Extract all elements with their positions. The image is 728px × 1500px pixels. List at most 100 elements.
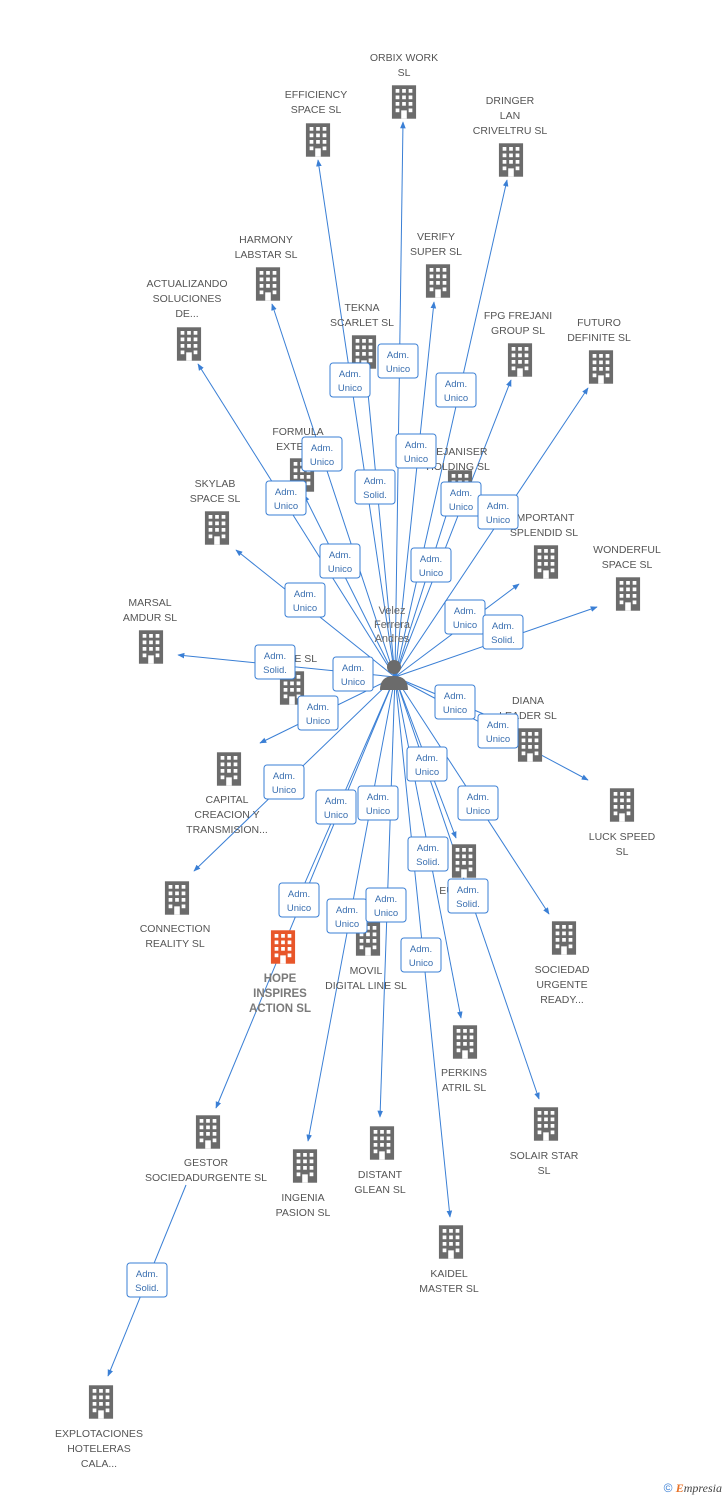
role-label: Adm.Unico bbox=[404, 440, 428, 465]
role-label: Adm.Unico bbox=[293, 589, 317, 614]
role-badge-8[interactable]: Adm.Unico bbox=[477, 494, 519, 530]
person-icon bbox=[380, 660, 408, 690]
role-badge-9[interactable]: Adm.Unico bbox=[319, 543, 361, 579]
role-badge-25[interactable]: Adm.Solid. bbox=[447, 878, 489, 914]
role-badge-26[interactable]: Adm.Unico bbox=[278, 882, 320, 918]
edge-3 bbox=[271, 303, 396, 678]
role-badge-30[interactable]: Adm.Solid. bbox=[126, 1262, 168, 1298]
role-badge-7[interactable]: Adm.Unico bbox=[440, 481, 482, 517]
role-badge-12[interactable]: Adm.Unico bbox=[444, 599, 486, 635]
building-icon bbox=[138, 630, 164, 664]
building-icon bbox=[507, 343, 533, 377]
role-label: Adm.Unico bbox=[306, 702, 330, 727]
role-badge-27[interactable]: Adm.Unico bbox=[326, 898, 368, 934]
role-label: Adm.Solid. bbox=[491, 621, 515, 646]
building-icon bbox=[369, 1126, 395, 1160]
edge-6 bbox=[363, 371, 396, 678]
role-badge-6[interactable]: Adm.Unico bbox=[265, 480, 307, 516]
role-badge-21[interactable]: Adm.Unico bbox=[315, 789, 357, 825]
role-badge-18[interactable]: Adm.Unico bbox=[263, 764, 305, 800]
role-label: Adm.Unico bbox=[486, 501, 510, 526]
building-icon bbox=[88, 1385, 114, 1419]
brand-initial: E bbox=[675, 1481, 684, 1495]
role-badge-16[interactable]: Adm.Unico bbox=[297, 695, 339, 731]
role-label: Adm.Unico bbox=[374, 894, 398, 919]
role-label: Adm.Unico bbox=[274, 487, 298, 512]
building-icon bbox=[452, 1025, 478, 1059]
role-badge-22[interactable]: Adm.Unico bbox=[357, 785, 399, 821]
role-badge-1[interactable]: Adm.Unico bbox=[377, 343, 419, 379]
building-icon bbox=[588, 350, 614, 384]
role-badge-28[interactable]: Adm.Unico bbox=[365, 887, 407, 923]
edge-2 bbox=[394, 179, 509, 678]
building-icon bbox=[270, 930, 296, 964]
role-badge-10[interactable]: Adm.Unico bbox=[410, 547, 452, 583]
building-icon bbox=[451, 844, 477, 878]
role-badge-14[interactable]: Adm.Solid. bbox=[254, 644, 296, 680]
role-label: Adm.Unico bbox=[449, 488, 473, 513]
role-label: Adm.Unico bbox=[386, 350, 410, 375]
role-badge-13[interactable]: Adm.Solid. bbox=[482, 614, 524, 650]
role-badge-11[interactable]: Adm.Unico bbox=[284, 582, 326, 618]
role-badge-0[interactable]: Adm.Unico bbox=[329, 362, 371, 398]
role-label: Adm.Unico bbox=[453, 606, 477, 631]
role-badge-29[interactable]: Adm.Unico bbox=[400, 937, 442, 973]
building-icon bbox=[533, 1107, 559, 1141]
building-icon bbox=[551, 921, 577, 955]
role-label: Adm.Solid. bbox=[456, 885, 480, 910]
copyright-symbol: © bbox=[663, 1481, 673, 1495]
role-badge-15[interactable]: Adm.Unico bbox=[332, 656, 374, 692]
role-badge-19[interactable]: Adm.Unico bbox=[477, 713, 519, 749]
edge-0 bbox=[394, 121, 406, 678]
role-badge-23[interactable]: Adm.Unico bbox=[457, 785, 499, 821]
role-badge-2[interactable]: Adm.Unico bbox=[435, 372, 477, 408]
building-icon bbox=[391, 85, 417, 119]
role-badge-3[interactable]: Adm.Unico bbox=[301, 436, 343, 472]
copyright-footer[interactable]: © Empresia bbox=[664, 1481, 722, 1496]
building-icon bbox=[204, 511, 230, 545]
role-badge-24[interactable]: Adm.Solid. bbox=[407, 836, 449, 872]
role-label: Adm.Solid. bbox=[135, 1269, 159, 1294]
role-badge-5[interactable]: Adm.Unico bbox=[395, 433, 437, 469]
role-badge-20[interactable]: Adm.Unico bbox=[406, 746, 448, 782]
role-label: Adm.Unico bbox=[328, 550, 352, 575]
role-badge-17[interactable]: Adm.Unico bbox=[434, 684, 476, 720]
role-badge-4[interactable]: Adm.Solid. bbox=[354, 469, 396, 505]
role-label: Adm.Unico bbox=[443, 691, 467, 716]
